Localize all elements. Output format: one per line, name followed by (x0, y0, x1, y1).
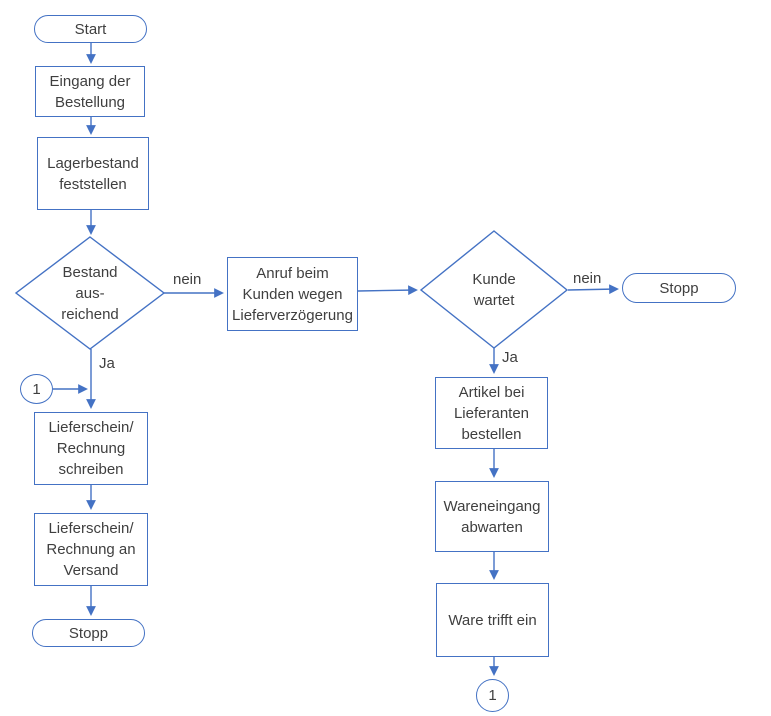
connector-links: 1 (20, 374, 53, 404)
node-start: Start (34, 15, 147, 43)
node-anruf-beim-kunden: Anruf beim Kunden wegen Lieferverzögerun… (227, 257, 358, 331)
node-start-label: Start (74, 20, 107, 38)
node-anruf-label: Anruf beim Kunden wegen Lieferverzögerun… (232, 264, 353, 324)
edge-anruf-kunde (357, 285, 418, 296)
node-wareneingang-abwarten: Wareneingang abwarten (435, 481, 549, 552)
decision-bestand-shape (14, 236, 166, 350)
edge-kunde-stopp-nein (567, 284, 619, 295)
node-artikel-bei-lieferanten-bestellen: Artikel bei Lieferanten bestellen (435, 377, 548, 449)
node-eingang-der-bestellung: Eingang der Bestellung (35, 66, 145, 117)
node-stopp-links: Stopp (32, 619, 145, 647)
node-lieferschein-schreiben-label: Lieferschein/ Rechnung schreiben (48, 419, 134, 478)
edge-label-kunde-nein: nein (572, 270, 603, 287)
edge-label-bestand-nein: nein (172, 271, 203, 288)
node-stopp-links-label: Stopp (68, 624, 109, 642)
connector-links-label: 1 (32, 380, 41, 398)
node-ware-trifft-ein: Ware trifft ein (436, 583, 549, 657)
node-wareneingang-label: Wareneingang abwarten (443, 497, 541, 536)
node-lieferschein-rechnung-an-versand: Lieferschein/ Rechnung an Versand (34, 513, 148, 586)
node-stopp-rechts: Stopp (622, 273, 736, 303)
node-ware-label: Ware trifft ein (448, 611, 537, 629)
connector-rechts-label: 1 (488, 687, 497, 704)
node-artikel-label: Artikel bei Lieferanten bestellen (453, 383, 530, 443)
edge-label-kunde-ja: Ja (501, 349, 519, 366)
connector-rechts: 1 (476, 679, 509, 712)
node-lager-label: Lagerbestand feststellen (47, 154, 139, 193)
decision-kunde-shape (419, 230, 569, 349)
node-eingang-label: Eingang der Bestellung (49, 72, 131, 111)
node-lieferschein-rechnung-schreiben: Lieferschein/ Rechnung schreiben (34, 412, 148, 485)
node-stopp-rechts-label: Stopp (659, 279, 699, 297)
edge-label-bestand-ja: Ja (98, 355, 116, 372)
node-lieferschein-versand-label: Lieferschein/ Rechnung an Versand (46, 520, 136, 579)
node-lagerbestand-feststellen: Lagerbestand feststellen (37, 137, 149, 210)
